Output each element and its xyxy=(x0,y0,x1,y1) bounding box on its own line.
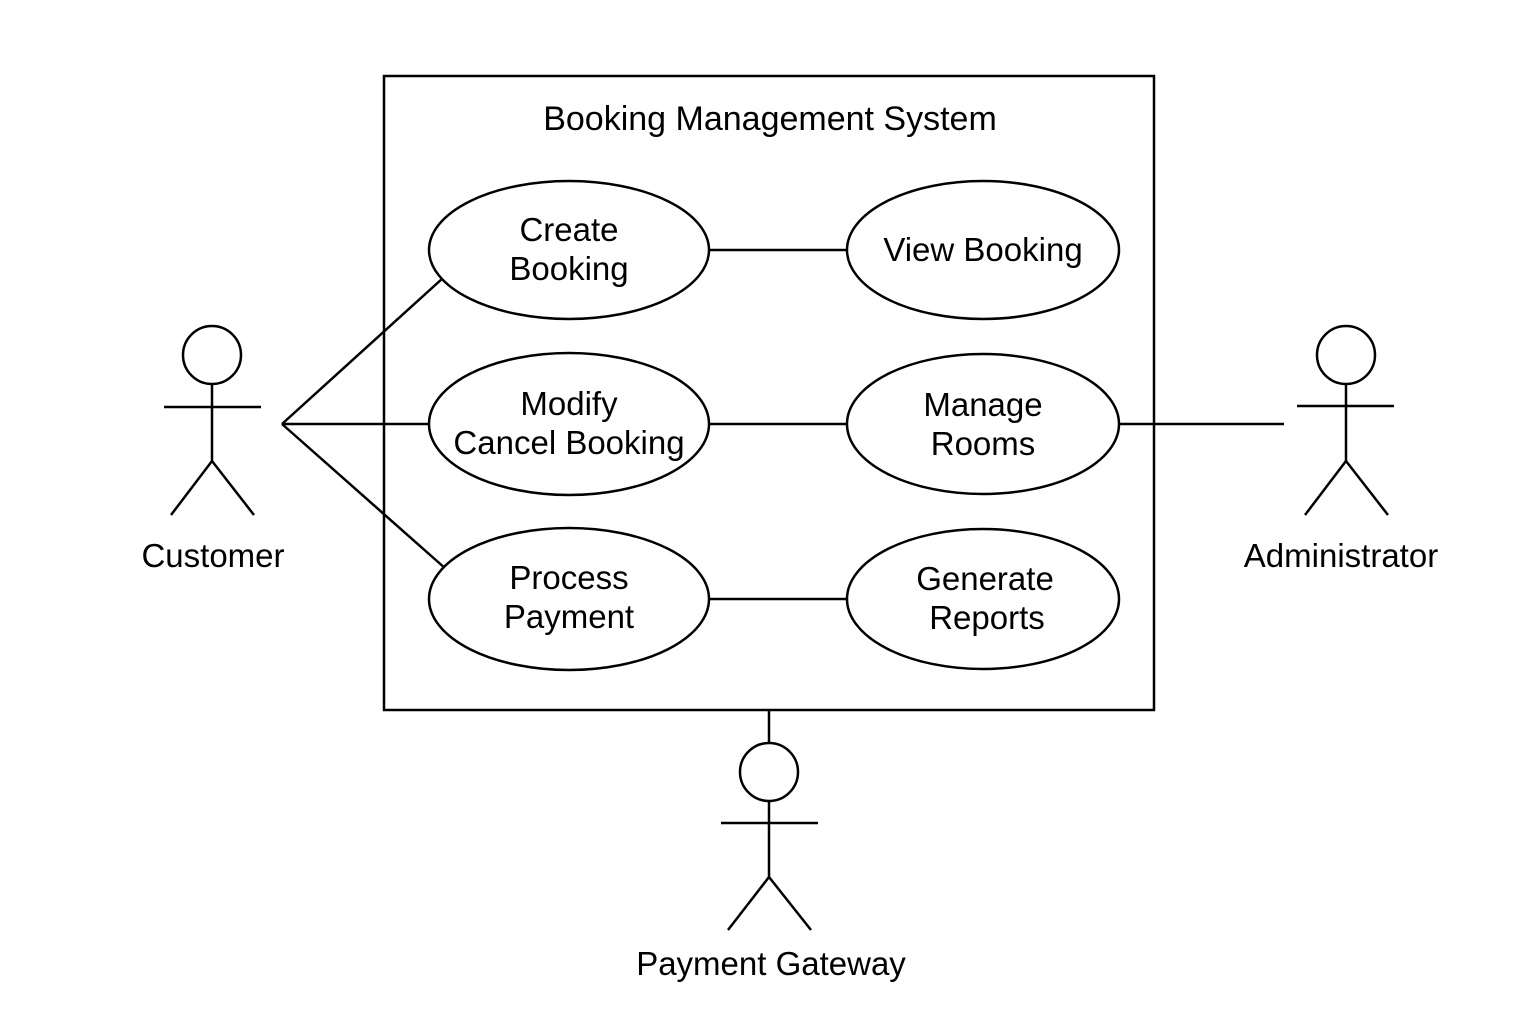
use-case-label-line2: Cancel Booking xyxy=(453,424,684,461)
use-case-label-line2: Reports xyxy=(929,599,1045,636)
actor-payment-gateway: Payment Gateway xyxy=(636,741,906,982)
use-case-label-line1: Process xyxy=(509,559,628,596)
stick-figure-icon xyxy=(721,741,818,931)
use-case-label-line1: Generate xyxy=(916,560,1054,597)
association-customer-create-booking xyxy=(281,277,444,425)
use-case-label-line1: View Booking xyxy=(883,231,1082,268)
use-case-ellipse xyxy=(845,527,1121,671)
actor-label: Administrator xyxy=(1244,537,1438,574)
use-case-label-line1: Create xyxy=(519,211,618,248)
use-case-label-line2: Payment xyxy=(504,598,634,635)
use-case-ellipse xyxy=(427,526,711,672)
use-case-process-payment: Process Payment xyxy=(427,526,711,672)
use-case-ellipse xyxy=(427,351,711,497)
use-case-label-line2: Rooms xyxy=(931,425,1036,462)
actor-label: Payment Gateway xyxy=(636,945,906,982)
use-case-create-booking: Create Booking xyxy=(427,179,711,321)
use-case-view-booking: View Booking xyxy=(845,179,1121,321)
use-case-generate-reports: Generate Reports xyxy=(845,527,1121,671)
use-case-ellipse xyxy=(845,352,1121,496)
stick-figure-icon xyxy=(1297,324,1394,516)
system-title: Booking Management System xyxy=(543,100,997,138)
use-case-label-line1: Modify xyxy=(520,385,618,422)
use-case-ellipse xyxy=(427,179,711,321)
association-customer-process-payment xyxy=(281,423,447,570)
actor-label: Customer xyxy=(141,537,284,574)
actor-administrator: Administrator xyxy=(1244,324,1438,574)
actor-customer: Customer xyxy=(141,324,285,574)
use-case-label-line1: Manage xyxy=(923,386,1042,423)
use-case-label-line2: Booking xyxy=(509,250,628,287)
use-case-ellipse xyxy=(845,179,1121,321)
associations xyxy=(281,248,1284,743)
use-case-modify-cancel-booking: Modify Cancel Booking xyxy=(427,351,711,497)
stick-figure-icon xyxy=(164,324,261,516)
use-case-manage-rooms: Manage Rooms xyxy=(845,352,1121,496)
